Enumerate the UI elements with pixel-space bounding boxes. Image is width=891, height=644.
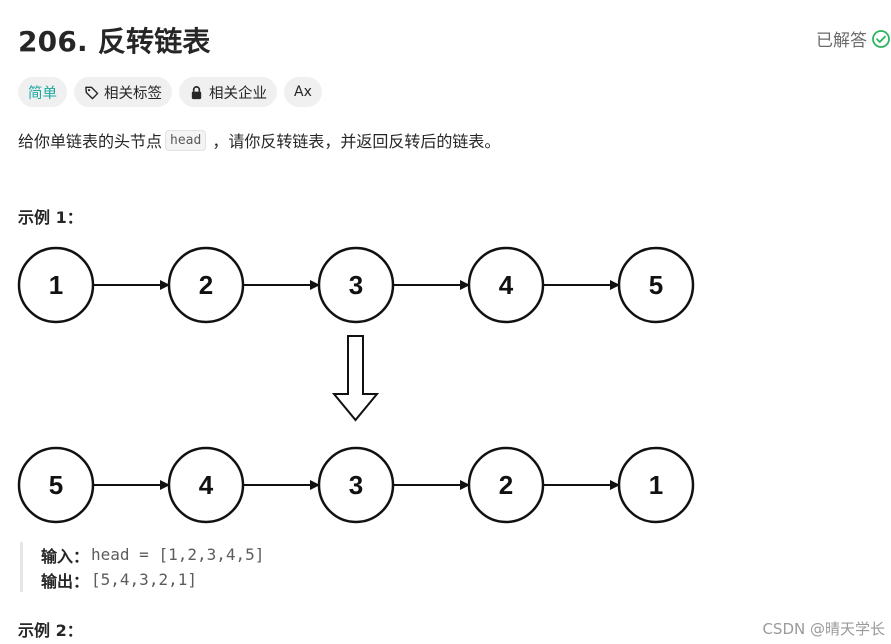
- reversed-list-row: 5 4 3 2 1: [17, 446, 695, 524]
- output-value: [5,4,3,2,1]: [91, 570, 197, 589]
- translate-tag[interactable]: Ax: [284, 77, 322, 107]
- problem-title: 206. 反转链表: [18, 25, 211, 58]
- down-arrow-icon: [331, 335, 380, 422]
- related-companies-tag[interactable]: 相关企业: [179, 77, 277, 107]
- example-1-io: 输入： head = [1,2,3,4,5] 输出： [5,4,3,2,1]: [20, 542, 264, 592]
- reversed-list-node: [17, 446, 95, 524]
- output-label: 输出：: [41, 571, 90, 591]
- input-value: head = [1,2,3,4,5]: [91, 545, 265, 564]
- tag-icon: [85, 86, 99, 99]
- lock-icon: [191, 85, 202, 99]
- original-list-node-label: 2: [199, 270, 213, 300]
- problem-description: 给你单链表的头节点 head ，请你反转链表，并返回反转后的链表。: [18, 128, 500, 152]
- reversed-list-node: [167, 446, 245, 524]
- check-circle-icon: [872, 29, 890, 48]
- original-list-node-label: 4: [499, 270, 514, 300]
- reversed-list-node-label: 5: [49, 470, 63, 500]
- description-text-after: ，请你反转链表，并返回反转后的链表。: [212, 132, 501, 151]
- csdn-watermark: CSDN @晴天学长: [762, 620, 885, 638]
- original-list-node: [617, 246, 695, 324]
- tag-bar: 简单 相关标签 相关企业 Ax: [18, 77, 322, 107]
- original-list-node: [17, 246, 95, 324]
- reversed-list-node: [317, 446, 395, 524]
- linked-list-diagram: 1 2 3 4 5 5 4 3 2 1: [17, 246, 695, 524]
- related-companies-label: 相关企业: [209, 85, 267, 102]
- reversed-list-node-label: 2: [499, 470, 513, 500]
- difficulty-tag[interactable]: 简单: [18, 77, 67, 107]
- related-topics-tag[interactable]: 相关标签: [74, 77, 172, 107]
- input-label: 输入：: [41, 546, 90, 566]
- difficulty-label: 简单: [28, 85, 57, 102]
- example-2-title: 示例 2：: [18, 621, 83, 640]
- solved-status: 已解答: [816, 26, 891, 51]
- reversed-list-node-label: 4: [199, 470, 214, 500]
- example-1-title: 示例 1：: [18, 208, 83, 227]
- translate-icon: Ax: [294, 84, 312, 100]
- original-list-node-label: 5: [649, 270, 663, 300]
- description-text-before: 给你单链表的头节点: [18, 132, 163, 151]
- original-list-node: [167, 246, 245, 324]
- related-topics-label: 相关标签: [104, 85, 162, 102]
- reversed-list-node: [617, 446, 695, 524]
- original-list-node-label: 1: [49, 270, 63, 300]
- solved-label: 已解答: [816, 31, 867, 51]
- original-list-node: [317, 246, 395, 324]
- original-list-node: [467, 246, 545, 324]
- original-list-row: 1 2 3 4 5: [17, 246, 695, 324]
- original-list-node-label: 3: [349, 270, 363, 300]
- reversed-list-node-label: 3: [349, 470, 363, 500]
- reversed-list-node: [467, 446, 545, 524]
- reversed-list-node-label: 1: [649, 470, 663, 500]
- inline-code-head: head: [165, 129, 207, 151]
